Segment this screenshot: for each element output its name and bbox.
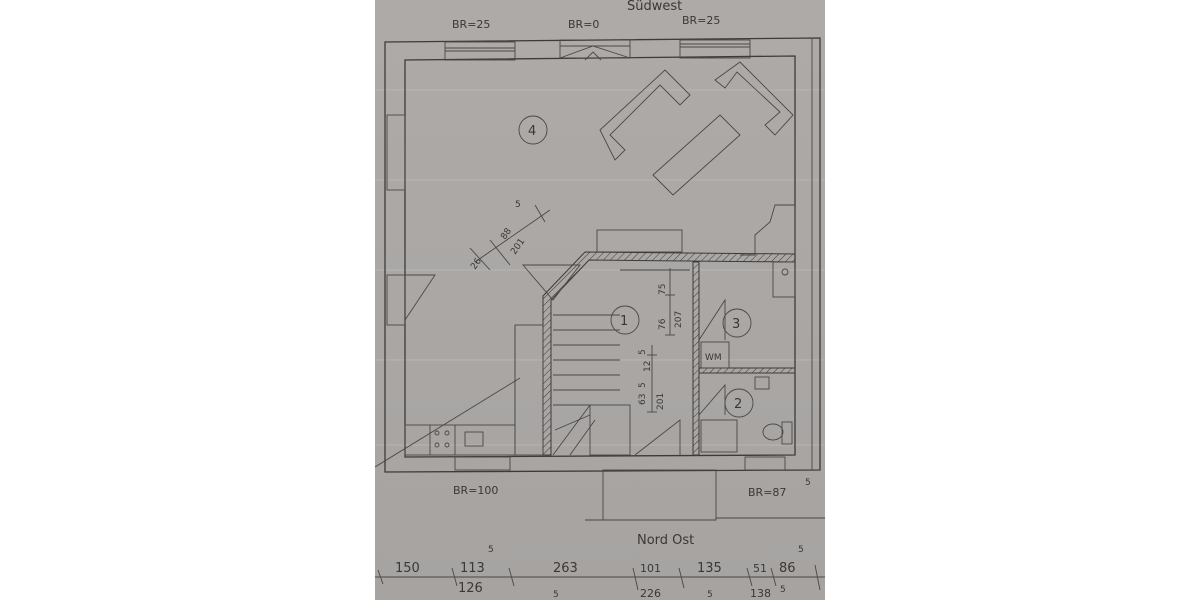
room-number: 2: [734, 397, 742, 412]
dimension-label: 88: [499, 226, 514, 241]
dimension-label: 51: [753, 562, 767, 575]
washing-machine-label: WM: [705, 353, 722, 363]
windows-top: [386, 39, 751, 326]
compass-bottom: Nord Ost: [637, 533, 694, 548]
dimension-label: 5: [638, 382, 648, 388]
dimension-label: 63: [638, 394, 648, 405]
sofa-and-table: [599, 61, 794, 196]
paper-lines: [375, 89, 825, 446]
inner-walls: [542, 251, 796, 456]
dimension-label: 26: [469, 256, 484, 271]
dimension-label: 207: [674, 311, 684, 328]
compass-top: Südwest: [627, 0, 682, 14]
floor-plan-drawing: Südwest BR=25 BR=0 BR=25 4 5 26 88 201: [375, 0, 825, 600]
dimension-label: 86: [779, 561, 796, 576]
window-label: BR=87: [748, 486, 786, 499]
dimension-sup: 5: [780, 585, 786, 595]
dimension-label: 135: [697, 561, 722, 576]
dimension-label: 150: [395, 561, 420, 576]
diagonal-dimension: [469, 204, 551, 271]
dimension-label: 201: [656, 393, 666, 410]
room-marker: [518, 115, 548, 145]
room-marker: [610, 305, 640, 335]
chimney: [740, 204, 796, 256]
dimension-label: 201: [509, 237, 527, 257]
dimension-label: 76: [658, 318, 668, 330]
dimension-sup: 5: [515, 200, 521, 210]
dimension-sup: 5: [488, 545, 494, 555]
dimension-sup: 5: [707, 590, 713, 600]
room-marker: [722, 308, 752, 338]
dimension-label: 12: [643, 361, 653, 372]
dimension-label: 126: [458, 581, 483, 596]
windows-bottom: [454, 456, 825, 521]
dimension-label: 263: [553, 561, 578, 576]
dimension-sup: 5: [805, 478, 811, 488]
dimension-label: 5: [638, 349, 648, 355]
dimension-sup: 5: [798, 545, 804, 555]
room-number: 4: [528, 124, 536, 139]
dimension-label: 101: [640, 562, 661, 575]
dimension-chain: [375, 564, 825, 591]
dimension-sup: 5: [553, 590, 559, 600]
door-swing: [522, 264, 581, 301]
room-number: 1: [620, 314, 628, 329]
wall-niche: [596, 229, 683, 253]
window-label: BR=25: [452, 18, 490, 31]
stair-dimension: [620, 268, 690, 413]
room-marker: [724, 388, 754, 418]
dimension-label: 138: [750, 587, 771, 600]
window-label: BR=100: [453, 484, 498, 497]
dimension-label: 75: [658, 284, 668, 295]
dimension-label: 226: [640, 587, 661, 600]
window-label: BR=0: [568, 18, 599, 31]
staircase: [375, 314, 631, 468]
floor-plan-sheet: Südwest BR=25 BR=0 BR=25 4 5 26 88 201: [375, 0, 825, 600]
dimension-label: 113: [460, 561, 485, 576]
kitchen-counter: [404, 274, 516, 456]
room-number: 3: [732, 317, 740, 332]
window-label: BR=25: [682, 14, 720, 27]
